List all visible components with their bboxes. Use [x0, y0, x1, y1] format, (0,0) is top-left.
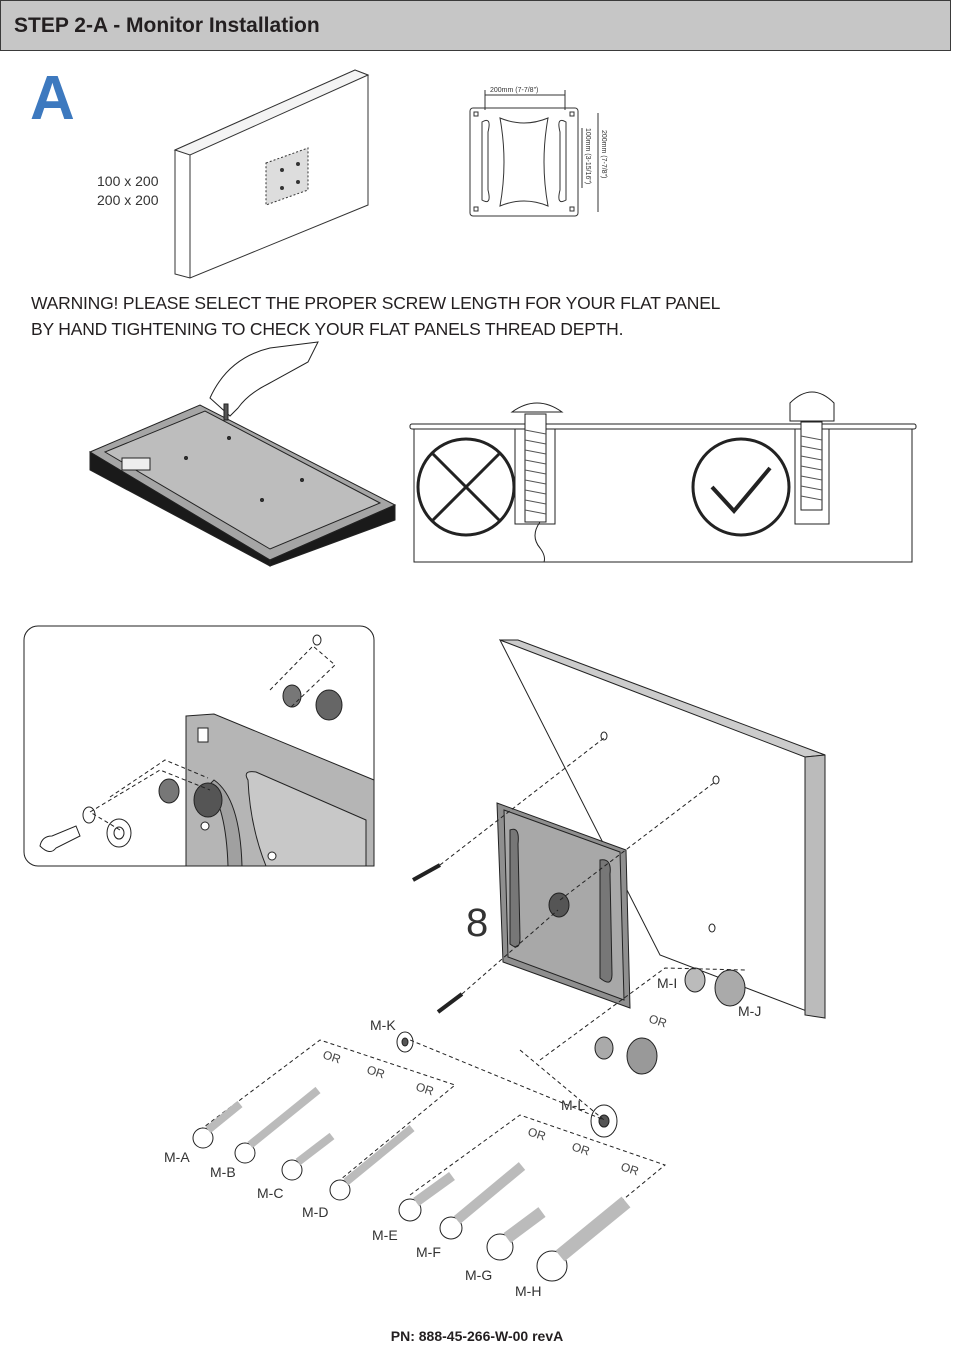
warning-line-2: BY HAND TIGHTENING TO CHECK YOUR FLAT PA… — [31, 319, 624, 339]
or-label: OR — [414, 1080, 436, 1099]
dim-vertical-outer: 200mm (7-7/8") — [600, 130, 607, 178]
label-m-d: M-D — [302, 1204, 328, 1220]
label-m-e: M-E — [372, 1227, 398, 1243]
mounting-exploded-view — [192, 639, 826, 1282]
label-m-f: M-F — [416, 1244, 441, 1260]
bracket-dimension-drawing — [469, 90, 599, 217]
spacer-detail-inset — [23, 625, 375, 867]
section-letter: A — [30, 64, 75, 133]
part-labels: M-A M-B M-C M-D M-E M-F M-G M-H M-I M-J … — [164, 975, 761, 1299]
monitor-back-illustration — [173, 69, 370, 279]
or-label: OR — [619, 1160, 641, 1179]
step-header: STEP 2-A - Monitor Installation — [0, 0, 951, 51]
step-title: STEP 2-A - Monitor Installation — [14, 14, 320, 37]
label-m-a: M-A — [164, 1149, 190, 1165]
label-m-g: M-G — [465, 1267, 492, 1283]
step-number: 8 — [466, 901, 488, 945]
dim-horizontal: 200mm (7-7/8") — [490, 87, 538, 94]
part-number-footer: PN: 888-45-266-W-00 revA — [390, 1328, 564, 1344]
label-m-c: M-C — [257, 1185, 283, 1201]
or-label: OR — [365, 1063, 387, 1082]
label-m-h: M-H — [515, 1283, 541, 1299]
label-m-j: M-J — [738, 1003, 761, 1019]
or-labels: OR OR OR OR OR OR OR — [321, 1012, 669, 1179]
thread-depth-diagram — [409, 391, 917, 563]
warning-line-1: WARNING! PLEASE SELECT THE PROPER SCREW … — [31, 293, 721, 313]
label-m-i: M-I — [657, 975, 677, 991]
or-label: OR — [647, 1012, 669, 1031]
vesa-size-1: 100 x 200 — [97, 173, 159, 189]
label-m-k: M-K — [370, 1017, 396, 1033]
warning-text: WARNING! PLEASE SELECT THE PROPER SCREW … — [31, 290, 720, 342]
dim-vertical-inner: 100mm (3-15/16") — [584, 128, 591, 184]
or-label: OR — [321, 1048, 343, 1067]
vesa-size-2: 200 x 200 — [97, 192, 159, 208]
monitor-flat-illustration — [88, 341, 397, 567]
or-label: OR — [526, 1125, 548, 1144]
label-m-b: M-B — [210, 1164, 236, 1180]
vesa-sizes: 100 x 200 200 x 200 — [97, 172, 159, 210]
label-m-l: M-L — [561, 1097, 585, 1113]
or-label: OR — [570, 1140, 592, 1159]
